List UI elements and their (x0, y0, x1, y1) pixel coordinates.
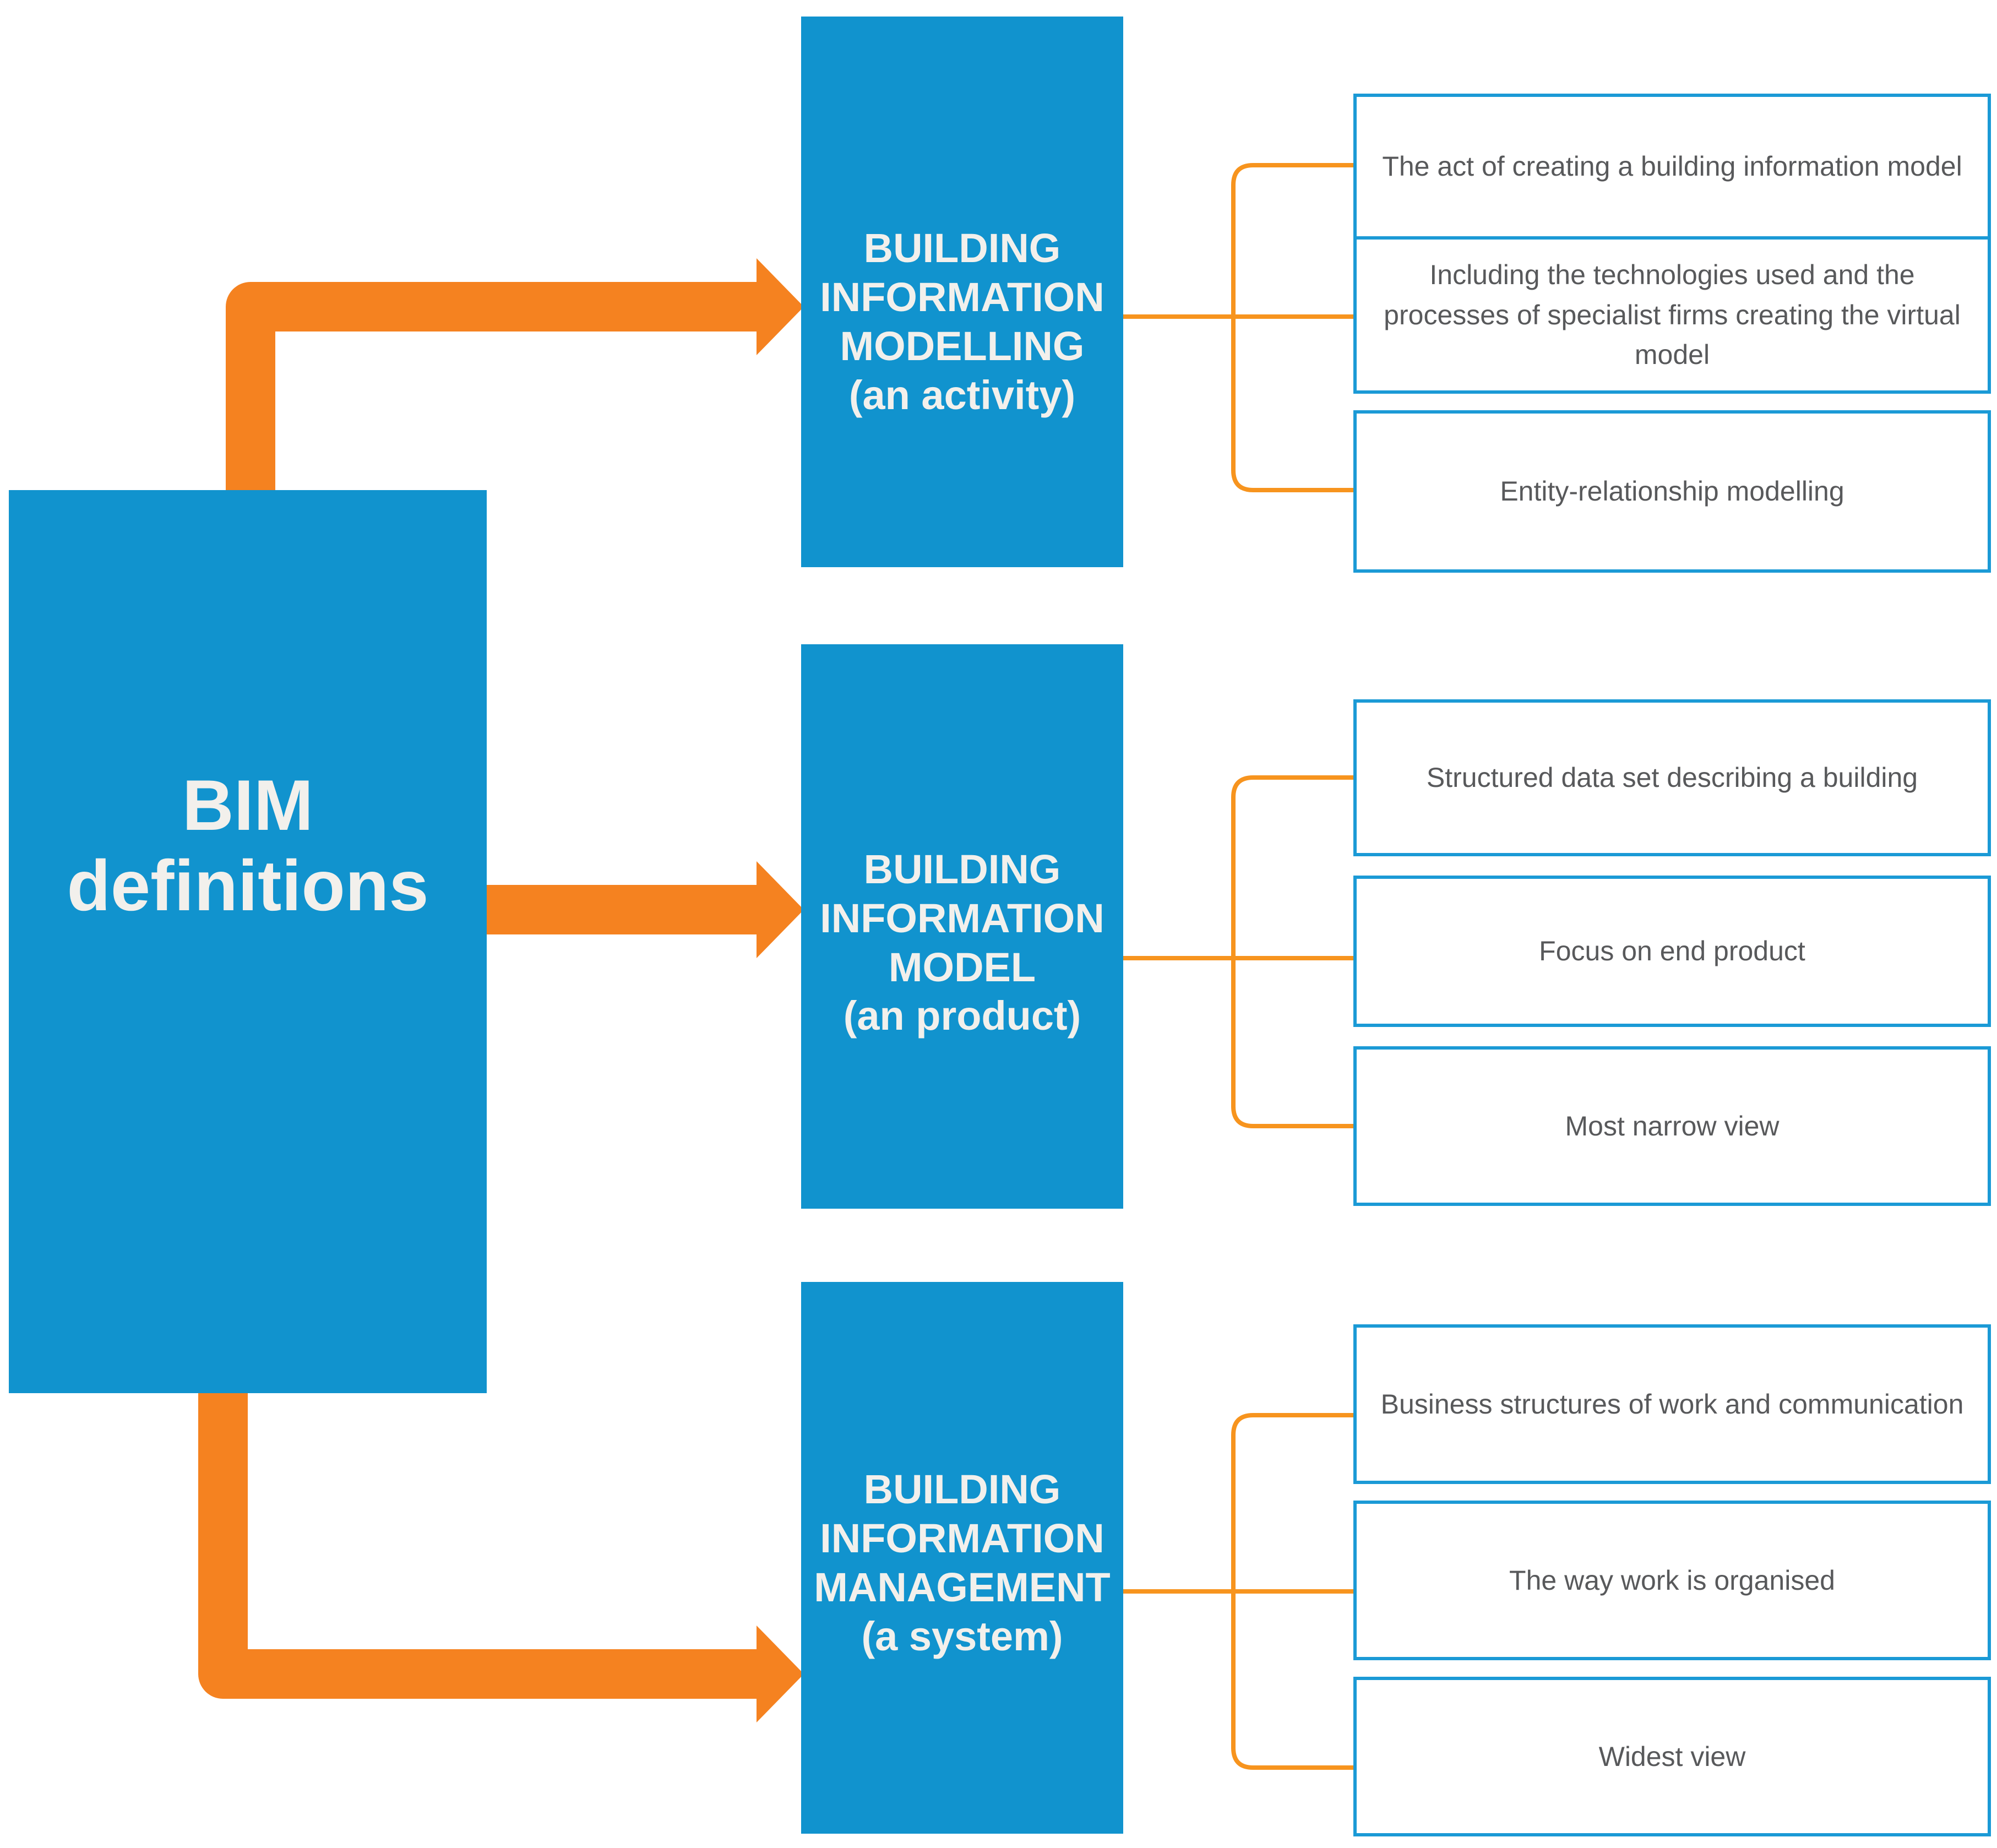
branch-node-building-information-management: BUILDING INFORMATION MANAGEMENT (a syste… (801, 1282, 1123, 1834)
root-node-bim-definitions: BIM definitions (9, 490, 487, 1393)
connector-management-bracket (1231, 1413, 1357, 1770)
connector-modelling-bracket (1231, 163, 1357, 492)
arrow-root-to-management-head (757, 1626, 804, 1722)
branch-node-building-information-model: BUILDING INFORMATION MODEL (an product) (801, 644, 1123, 1209)
leaf-node-focus-on-end-product: Focus on end product (1353, 876, 1991, 1027)
leaf-node-structured-data-set: Structured data set describing a buildin… (1353, 699, 1991, 856)
arrow-root-to-management-shaft (198, 1392, 757, 1699)
arrow-root-to-modelling-shaft (226, 282, 757, 490)
arrow-root-to-modelling-head (757, 258, 804, 355)
leaf-node-including-technologies: Including the technologies used and the … (1353, 236, 1991, 394)
leaf-node-entity-relationship-modelling: Entity-relationship modelling (1353, 410, 1991, 573)
leaf-node-way-work-organised: The way work is organised (1353, 1501, 1991, 1660)
branch-node-building-information-modelling: BUILDING INFORMATION MODELLING (an activ… (801, 17, 1123, 567)
leaf-node-widest-view: Widest view (1353, 1677, 1991, 1836)
arrow-root-to-model-head (757, 861, 804, 958)
leaf-node-business-structures: Business structures of work and communic… (1353, 1324, 1991, 1484)
connector-model-bracket (1231, 775, 1357, 1128)
leaf-node-most-narrow-view: Most narrow view (1353, 1046, 1991, 1206)
leaf-node-act-of-creating: The act of creating a building informati… (1353, 94, 1991, 240)
